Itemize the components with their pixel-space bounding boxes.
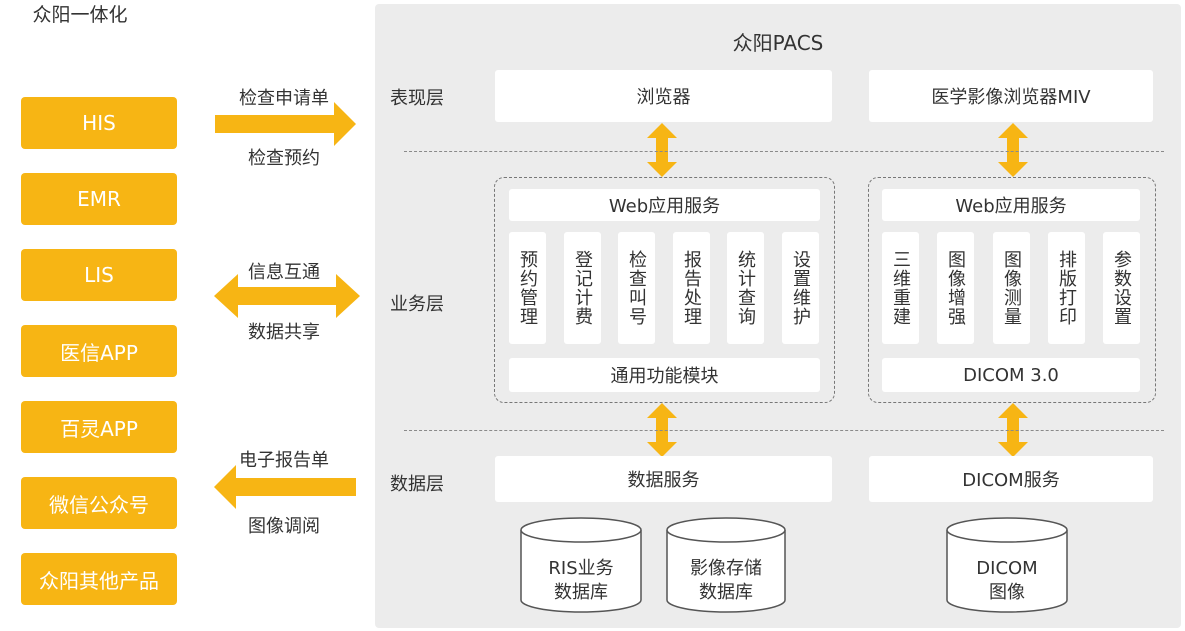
database-cylinder-dicom bbox=[946, 517, 1068, 613]
system-bailing-app[interactable]: 百灵APP bbox=[21, 401, 177, 453]
general-module-box[interactable]: 通用功能模块 bbox=[509, 358, 820, 392]
db-storage-line2: 数据库 bbox=[699, 582, 753, 603]
module-appointment[interactable]: 预约管理 bbox=[509, 232, 546, 344]
right-arrow-icon bbox=[215, 102, 356, 146]
system-yixin-app[interactable]: 医信APP bbox=[21, 325, 177, 377]
db-dicom-line2: 图像 bbox=[989, 582, 1025, 603]
module-image-enhancement[interactable]: 图像增强 bbox=[937, 232, 974, 344]
db-dicom-line1: DICOM bbox=[976, 558, 1038, 579]
system-other-products[interactable]: 众阳其他产品 bbox=[21, 553, 177, 605]
web-service-right[interactable]: Web应用服务 bbox=[882, 189, 1140, 221]
module-statistics[interactable]: 统计查询 bbox=[727, 232, 764, 344]
browser-box[interactable]: 浏览器 bbox=[495, 70, 832, 122]
db-storage-line1: 影像存储 bbox=[690, 558, 762, 579]
layer-label-data: 数据层 bbox=[390, 474, 444, 495]
dicom-standard-box[interactable]: DICOM 3.0 bbox=[882, 358, 1140, 392]
database-cylinder-storage bbox=[666, 517, 786, 613]
updown-arrow-icon-browser bbox=[647, 123, 677, 177]
arrow-label-image-view: 图像调阅 bbox=[248, 516, 320, 537]
module-parameter-settings[interactable]: 参数设置 bbox=[1103, 232, 1140, 344]
integration-title: 众阳一体化 bbox=[32, 4, 128, 26]
layer-label-presentation: 表现层 bbox=[390, 88, 444, 109]
dicom-service-box[interactable]: DICOM服务 bbox=[869, 456, 1153, 502]
system-his[interactable]: HIS bbox=[21, 97, 177, 149]
layer-divider-top bbox=[404, 151, 1164, 152]
module-layout-printing[interactable]: 排版打印 bbox=[1048, 232, 1085, 344]
module-registration-billing[interactable]: 登记计费 bbox=[564, 232, 601, 344]
module-3d-reconstruction[interactable]: 三维重建 bbox=[882, 232, 919, 344]
db-ris-line2: 数据库 bbox=[554, 582, 608, 603]
db-ris-label: RIS业务 数据库 bbox=[521, 557, 641, 605]
module-settings-maintenance[interactable]: 设置维护 bbox=[782, 232, 819, 344]
module-image-measurement[interactable]: 图像测量 bbox=[993, 232, 1030, 344]
arrow-label-report: 电子报告单 bbox=[239, 450, 329, 471]
business-group-left bbox=[494, 177, 835, 403]
module-report-processing[interactable]: 报告处理 bbox=[673, 232, 710, 344]
miv-box[interactable]: 医学影像浏览器MIV bbox=[869, 70, 1153, 122]
data-service-box[interactable]: 数据服务 bbox=[495, 456, 832, 502]
arrow-label-interop: 信息互通 bbox=[248, 262, 320, 283]
system-wechat-account[interactable]: 微信公众号 bbox=[21, 477, 177, 529]
db-dicom-label: DICOM 图像 bbox=[947, 557, 1067, 605]
arrow-label-sharing: 数据共享 bbox=[248, 322, 320, 343]
business-group-right bbox=[868, 177, 1156, 403]
system-emr[interactable]: EMR bbox=[21, 173, 177, 225]
system-lis[interactable]: LIS bbox=[21, 249, 177, 301]
left-arrow-icon bbox=[214, 465, 356, 509]
database-cylinder-ris bbox=[520, 517, 642, 613]
db-storage-label: 影像存储 数据库 bbox=[667, 557, 785, 605]
db-ris-line1: RIS业务 bbox=[548, 558, 614, 579]
arrow-label-appointment: 检查预约 bbox=[248, 148, 320, 169]
updown-arrow-icon-miv bbox=[998, 123, 1028, 177]
layer-label-business: 业务层 bbox=[390, 294, 444, 315]
double-arrow-icon bbox=[214, 274, 360, 318]
layer-divider-bottom bbox=[404, 430, 1164, 431]
arrow-label-request: 检查申请单 bbox=[239, 88, 329, 109]
web-service-left[interactable]: Web应用服务 bbox=[509, 189, 820, 221]
pacs-title: 众阳PACS bbox=[732, 31, 824, 55]
module-exam-calling[interactable]: 检查叫号 bbox=[618, 232, 655, 344]
